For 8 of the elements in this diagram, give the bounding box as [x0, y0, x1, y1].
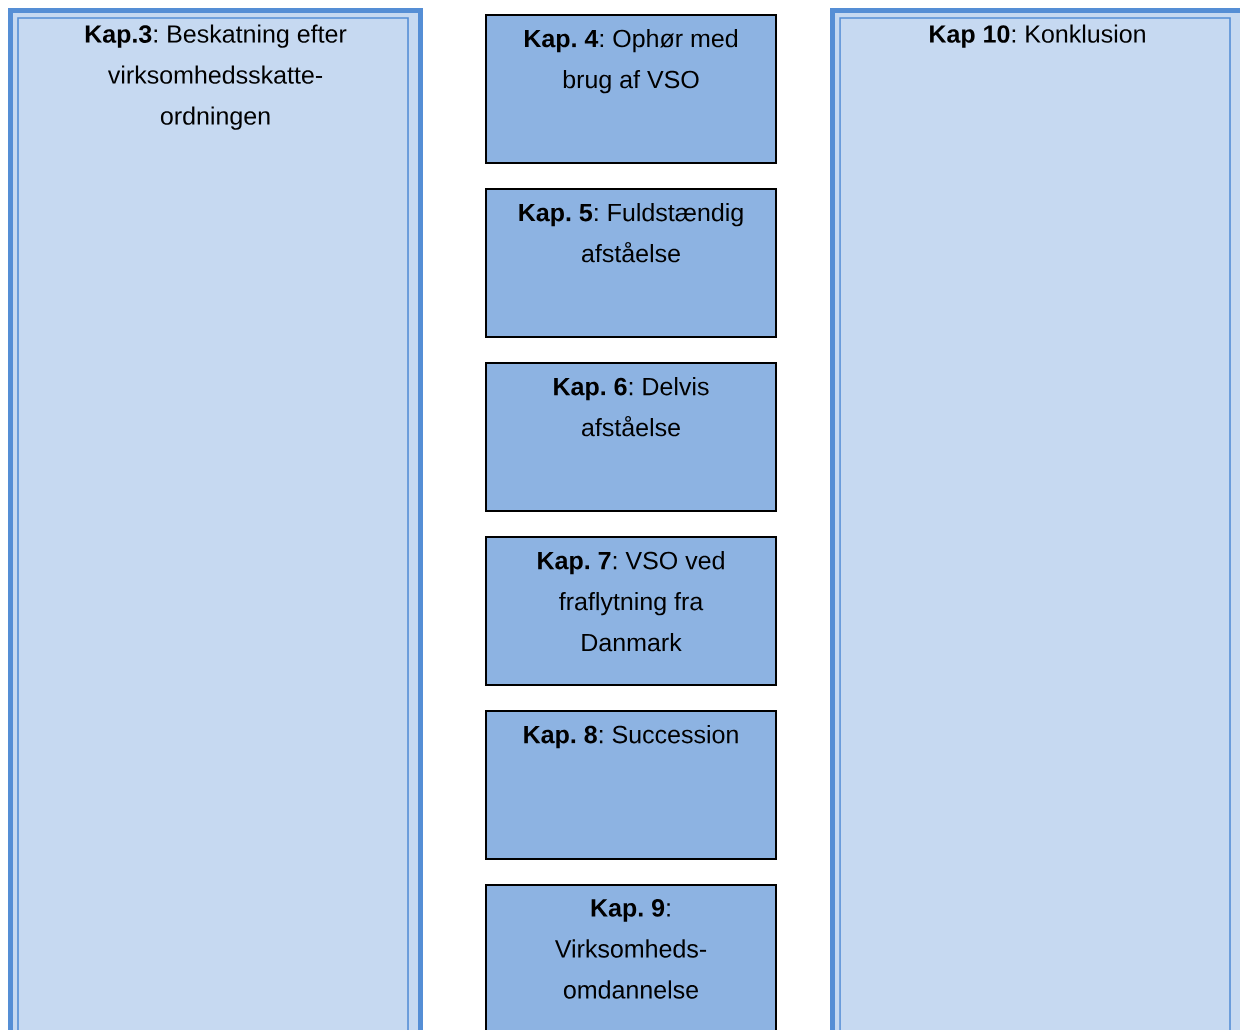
chapter-box: Kap. 4: Ophør med brug af VSO	[485, 14, 777, 164]
chapter-panel: Kap 10: Konklusion	[830, 8, 1240, 1030]
chapter-box: Kap. 9: Virksomheds-omdannelse	[485, 884, 777, 1030]
chapter-box: Kap. 6: Delvis afståelse	[485, 362, 777, 512]
chapter-panel: Kap.3: Beskatning efter virksomhedsskatte-ordningen	[8, 8, 423, 1030]
chapter-box: Kap. 5: Fuldstændig afståelse	[485, 188, 777, 338]
chapter-box: Kap. 8: Succession	[485, 710, 777, 860]
chapter-box: Kap. 7: VSO ved fraflytning fra Danmark	[485, 536, 777, 686]
